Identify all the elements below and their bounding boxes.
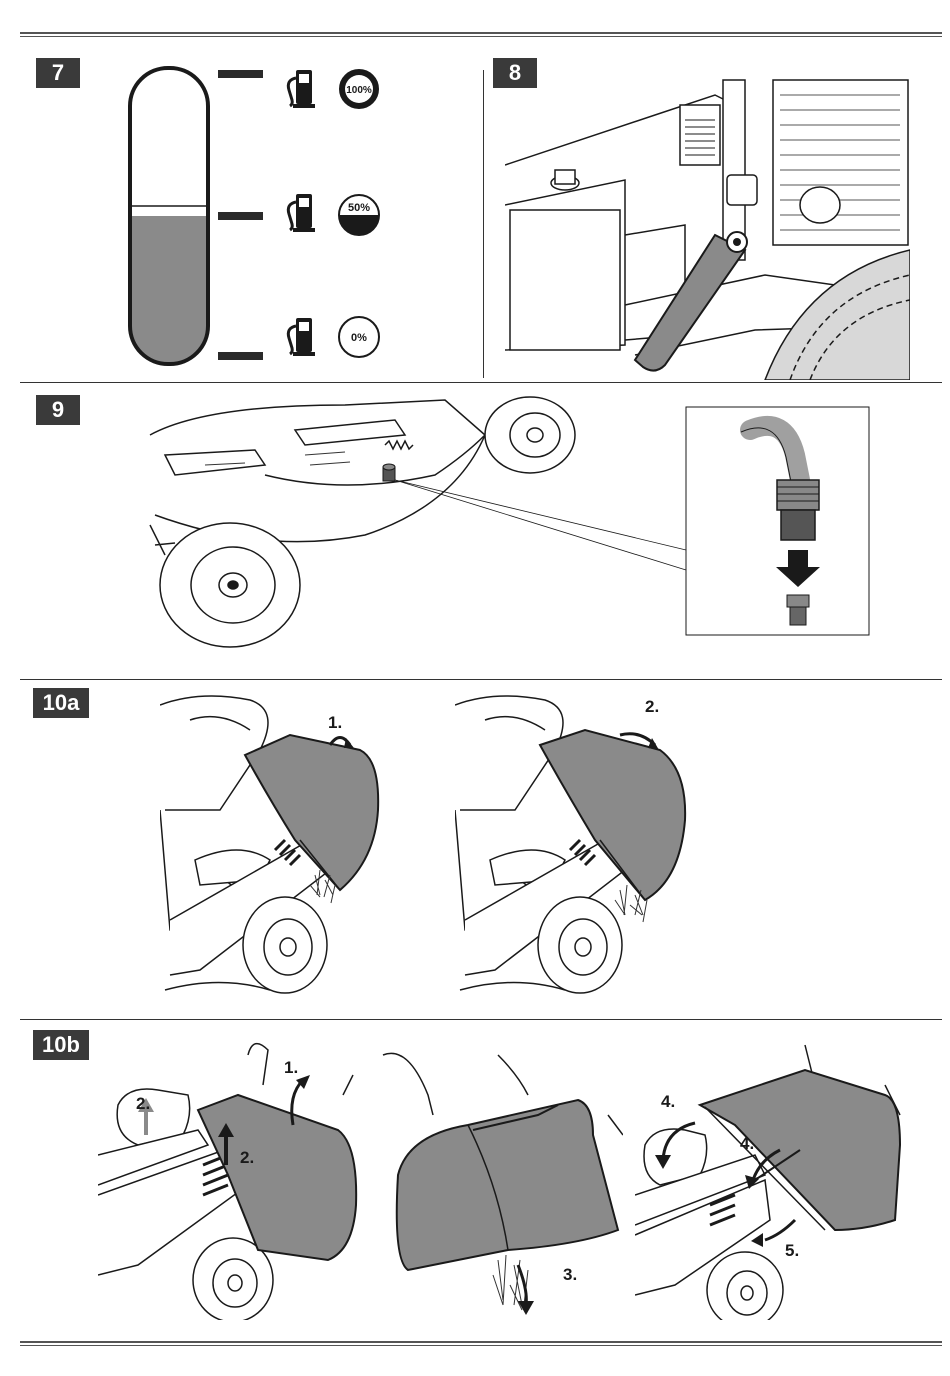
figure-10b-step-1-2: 1. 2. 2. bbox=[98, 1035, 363, 1320]
gauge-100-icon: 100% bbox=[340, 70, 378, 108]
figure-10b-step-4-5: 4. 4. 5. bbox=[635, 1035, 910, 1320]
figure-8-oil-drain bbox=[505, 75, 910, 380]
gauge-0-text: 0% bbox=[351, 332, 367, 344]
level-marker-empty bbox=[218, 352, 263, 360]
step-label: 2. bbox=[240, 1148, 254, 1167]
figure-label-9: 9 bbox=[36, 395, 80, 425]
wash-port-nozzle bbox=[383, 464, 395, 481]
step-label: 4. bbox=[661, 1092, 675, 1111]
grass-catcher-bag bbox=[397, 1100, 618, 1270]
figure-label-7: 7 bbox=[36, 58, 80, 88]
step-label: 1. bbox=[328, 713, 342, 732]
top-rule-thin bbox=[20, 36, 942, 37]
fuel-pump-icon bbox=[288, 194, 315, 232]
level-marker-half bbox=[218, 212, 263, 220]
figure-10a-step-1: 1. bbox=[160, 690, 400, 1000]
step-label: 2. bbox=[645, 697, 659, 716]
separator-9-10a bbox=[20, 679, 942, 680]
level-marker-full bbox=[218, 70, 263, 78]
figure-label-10a: 10a bbox=[33, 688, 89, 718]
gauge-100-text: 100% bbox=[346, 85, 372, 96]
bottom-rule bbox=[20, 1341, 942, 1343]
step-label: 2. bbox=[136, 1094, 150, 1113]
gauge-0-icon: 0% bbox=[339, 317, 379, 357]
leader-line bbox=[395, 480, 686, 570]
step-label: 3. bbox=[563, 1265, 577, 1284]
figure-7-fuel-level: 100% 50% 0% bbox=[110, 60, 410, 370]
fuel-tank-illustration bbox=[130, 68, 208, 366]
figure-9-deck-wash-port bbox=[145, 395, 875, 655]
step-label: 4. bbox=[740, 1134, 754, 1153]
separator-7-8 bbox=[483, 70, 484, 378]
fuel-pump-icon bbox=[288, 70, 315, 108]
bottom-rule-thin bbox=[20, 1345, 942, 1346]
figure-10b-step-3: 3. bbox=[378, 1035, 623, 1320]
oil-drain-tube bbox=[635, 232, 747, 371]
figure-10a-step-2: 2. bbox=[455, 690, 695, 1000]
down-arrow-icon bbox=[518, 1265, 526, 1305]
fuel-pump-icon bbox=[288, 318, 315, 356]
hose-connector-detail bbox=[686, 407, 869, 635]
leader-line bbox=[395, 480, 686, 550]
figure-label-10b: 10b bbox=[33, 1030, 89, 1060]
separator-10a-10b bbox=[20, 1019, 942, 1020]
push-arrow-icon bbox=[765, 1220, 795, 1240]
gauge-50-icon: 50% bbox=[339, 195, 379, 235]
top-rule bbox=[20, 32, 942, 34]
separator-7-9 bbox=[20, 382, 942, 383]
gauge-50-text: 50% bbox=[348, 202, 370, 214]
step-label: 1. bbox=[284, 1058, 298, 1077]
step-label: 5. bbox=[785, 1241, 799, 1260]
